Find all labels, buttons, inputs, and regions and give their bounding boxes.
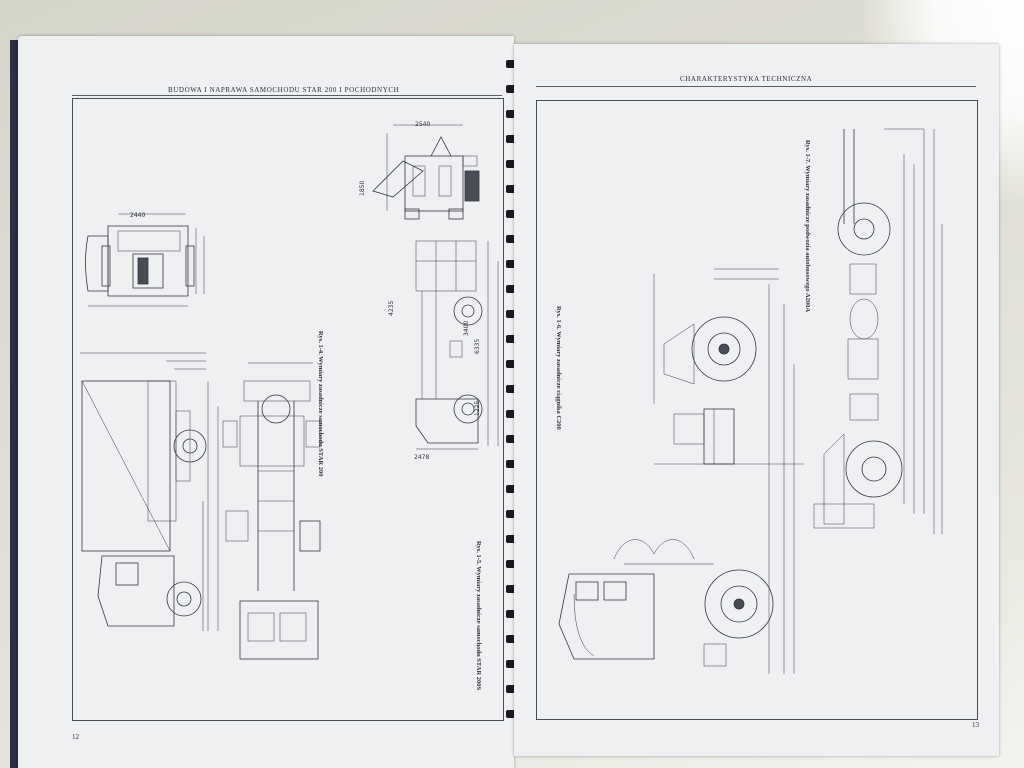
spiral-ring bbox=[506, 110, 516, 118]
spiral-ring bbox=[506, 585, 516, 593]
right-page: CHARAKTERYSTYKA TECHNICZNA bbox=[514, 44, 999, 756]
right-page-number: 13 bbox=[972, 721, 979, 729]
chassis-top-view-drawing bbox=[222, 362, 321, 660]
caption-fig-1-6: Rys. 1-6. Wymiary zasadnicze ciągnika C2… bbox=[555, 306, 562, 430]
dim-label-length-1: 4235 bbox=[388, 300, 395, 316]
spiral-ring bbox=[506, 460, 516, 468]
dim-label-track: 2478 bbox=[414, 454, 430, 461]
right-figure-frame bbox=[536, 100, 978, 720]
spiral-ring bbox=[506, 360, 516, 368]
spiral-ring bbox=[506, 210, 516, 218]
spiral-ring bbox=[506, 185, 516, 193]
caption-fig-1-7: Rys. 1-7. Wymiary zasadnicze podwozia au… bbox=[804, 140, 811, 313]
right-head-rule bbox=[536, 86, 976, 87]
dim-label-overall-length: 6335 bbox=[474, 338, 481, 354]
spiral-ring bbox=[506, 610, 516, 618]
spiral-ring bbox=[506, 385, 516, 393]
truck-side-view-drawing bbox=[80, 352, 219, 631]
spiral-ring bbox=[506, 535, 516, 543]
dim-label-wheelbase: 3400 bbox=[463, 320, 470, 336]
left-head-rule bbox=[72, 95, 502, 96]
truck-rear-view-drawing bbox=[372, 124, 480, 220]
spiral-ring bbox=[506, 435, 516, 443]
spiral-ring bbox=[506, 485, 516, 493]
left-page: BUDOWA I NAPRAWA SAMOCHODU STAR 200 I PO… bbox=[18, 36, 514, 768]
dim-label-width: 2440 bbox=[130, 212, 146, 219]
tractor-c200-drawing bbox=[558, 268, 804, 674]
spiral-ring bbox=[506, 160, 516, 168]
left-page-number: 12 bbox=[72, 733, 79, 741]
spiral-ring bbox=[506, 260, 516, 268]
spiral-ring bbox=[506, 410, 516, 418]
spiral-ring bbox=[506, 285, 516, 293]
spiral-ring bbox=[506, 310, 516, 318]
caption-fig-1-5: Rys. 1-5. Wymiary zasadnicze samochodu S… bbox=[475, 541, 482, 691]
spiral-ring bbox=[506, 710, 516, 718]
caption-fig-1-4: Rys. 1-4. Wymiary zasadnicze samochodu S… bbox=[317, 331, 324, 477]
bus-chassis-a200a-drawing bbox=[813, 128, 943, 534]
spiral-ring bbox=[506, 60, 516, 68]
spiral-ring bbox=[506, 635, 516, 643]
right-running-head: CHARAKTERYSTYKA TECHNICZNA bbox=[680, 75, 813, 83]
spiral-ring bbox=[506, 85, 516, 93]
truck-right-side-view-drawing bbox=[415, 240, 499, 450]
left-running-head: BUDOWA I NAPRAWA SAMOCHODU STAR 200 I PO… bbox=[168, 86, 400, 94]
spiral-ring bbox=[506, 660, 516, 668]
spiral-ring bbox=[506, 510, 516, 518]
dim-label-height: 1850 bbox=[359, 180, 366, 196]
spiral-ring bbox=[506, 335, 516, 343]
spiral-ring bbox=[506, 560, 516, 568]
spiral-ring bbox=[506, 235, 516, 243]
spiral-ring bbox=[506, 685, 516, 693]
truck-front-view-drawing bbox=[85, 213, 205, 307]
dim-label-rear-overhang: 1225 bbox=[474, 400, 481, 416]
dim-label-overall-width: 2540 bbox=[415, 121, 431, 128]
left-figure-frame bbox=[72, 98, 504, 721]
spiral-ring bbox=[506, 135, 516, 143]
